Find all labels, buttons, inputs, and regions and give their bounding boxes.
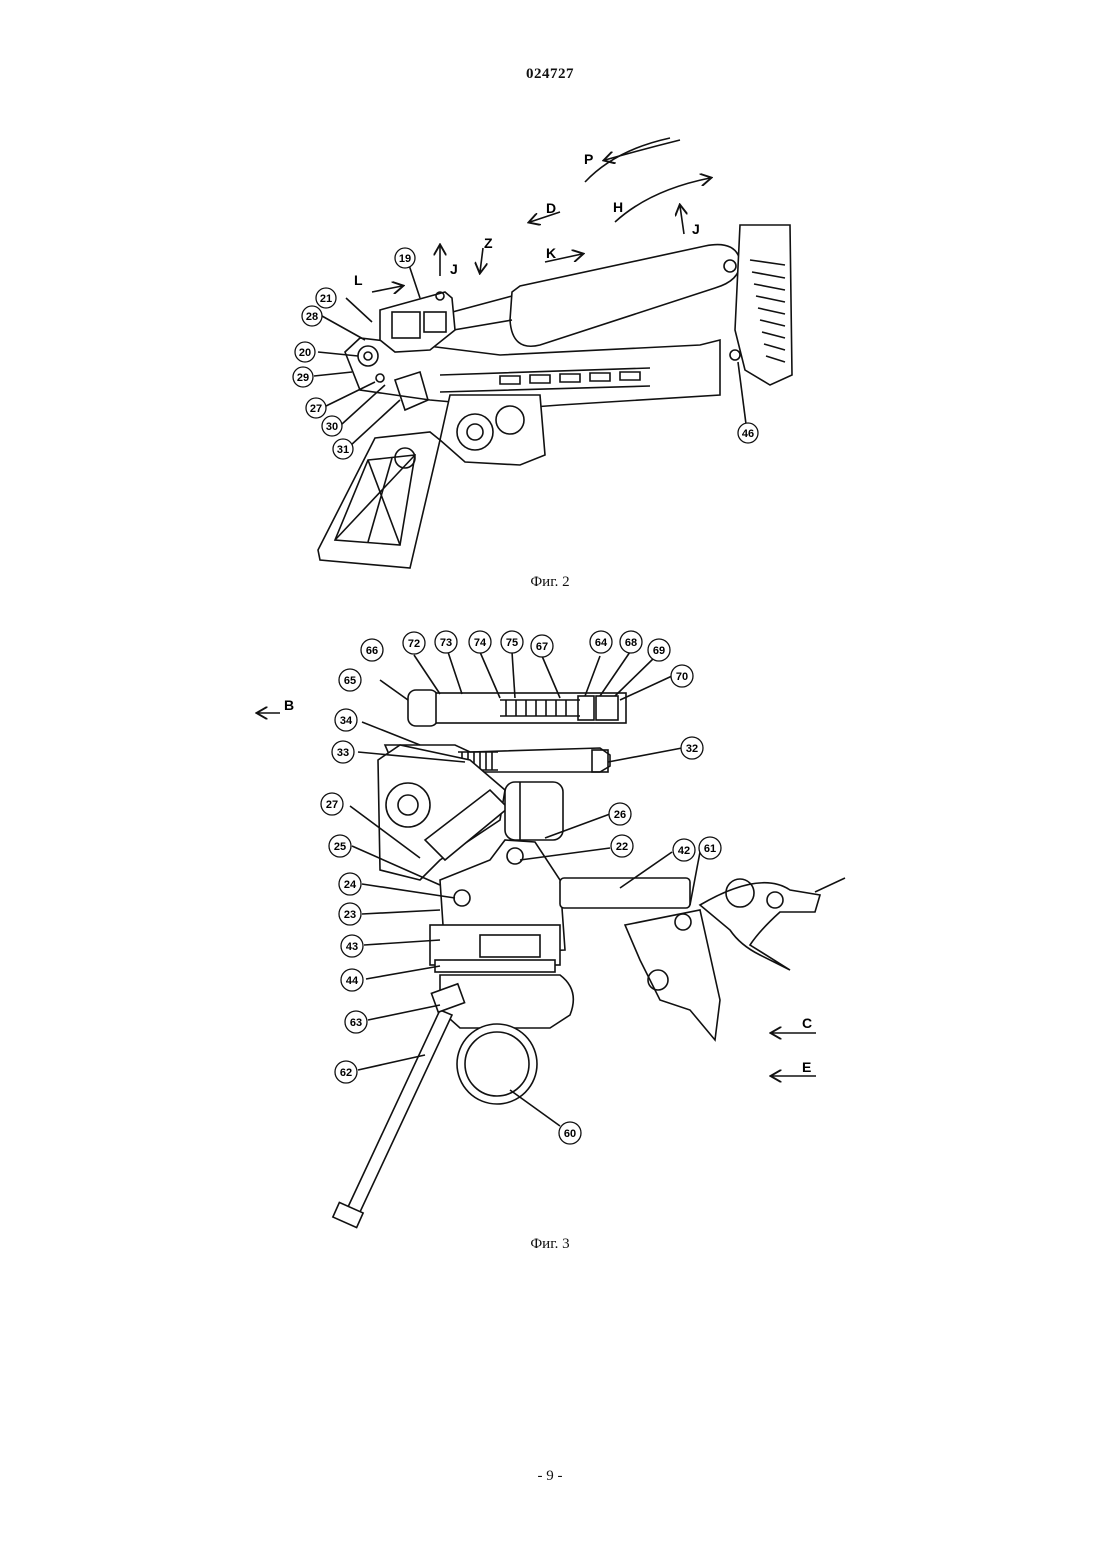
fig3-letter-C: C	[802, 1015, 812, 1031]
fig3-part-72: 72	[408, 638, 420, 650]
fig3-part-73: 73	[440, 637, 452, 649]
fig3-part-32: 32	[686, 743, 698, 755]
fig3-part-24: 24	[344, 879, 357, 891]
fig2-part-46: 46	[742, 428, 754, 440]
fig3-part-62: 62	[340, 1067, 352, 1079]
fig3-part-68: 68	[625, 637, 637, 649]
fig2-letter-H: H	[613, 199, 623, 215]
figure-2-caption: Фиг. 2	[0, 574, 1100, 591]
fig3-part-34: 34	[340, 715, 353, 727]
fig2-letter-J-right: J	[692, 221, 700, 237]
fig3-letter-B: B	[284, 697, 294, 713]
fig3-part-63: 63	[350, 1017, 362, 1029]
fig2-part-31: 31	[337, 444, 349, 456]
fig2-letter-L: L	[354, 272, 363, 288]
page-number: - 9 -	[0, 1468, 1100, 1485]
fig3-part-64: 64	[595, 637, 608, 649]
fig3-part-67: 67	[536, 641, 548, 653]
fig2-letter-D: D	[546, 200, 556, 216]
fig3-part-65: 65	[344, 675, 356, 687]
fig3-part-66: 66	[366, 645, 378, 657]
fig3-part-69: 69	[653, 645, 665, 657]
fig2-letter-K: K	[546, 245, 556, 261]
fig3-part-42: 42	[678, 845, 690, 857]
fig3-letter-E: E	[802, 1059, 811, 1075]
fig3-part-43: 43	[346, 941, 358, 953]
fig3-part-26: 26	[614, 809, 626, 821]
fig3-part-74: 74	[474, 637, 487, 649]
fig3-part-27: 27	[326, 799, 338, 811]
fig2-part-20: 20	[299, 347, 311, 359]
fig2-part-29: 29	[297, 372, 309, 384]
fig2-part-28: 28	[306, 311, 318, 323]
fig3-part-22: 22	[616, 841, 628, 853]
fig3-part-44: 44	[346, 975, 359, 987]
fig2-letter-P: P	[584, 151, 593, 167]
fig2-letter-Z: Z	[484, 235, 493, 251]
fig3-part-70: 70	[676, 671, 688, 683]
fig3-part-61: 61	[704, 843, 716, 855]
fig3-part-75: 75	[506, 637, 518, 649]
fig2-part-30: 30	[326, 421, 338, 433]
fig3-part-60: 60	[564, 1128, 576, 1140]
fig3-part-23: 23	[344, 909, 356, 921]
fig3-part-33: 33	[337, 747, 349, 759]
fig2-part-27: 27	[310, 403, 322, 415]
fig2-letter-J-left: J	[450, 261, 458, 277]
fig3-part-25: 25	[334, 841, 346, 853]
figure-3-caption: Фиг. 3	[0, 1236, 1100, 1253]
fig2-part-19: 19	[399, 253, 411, 265]
fig2-part-21: 21	[320, 293, 332, 305]
